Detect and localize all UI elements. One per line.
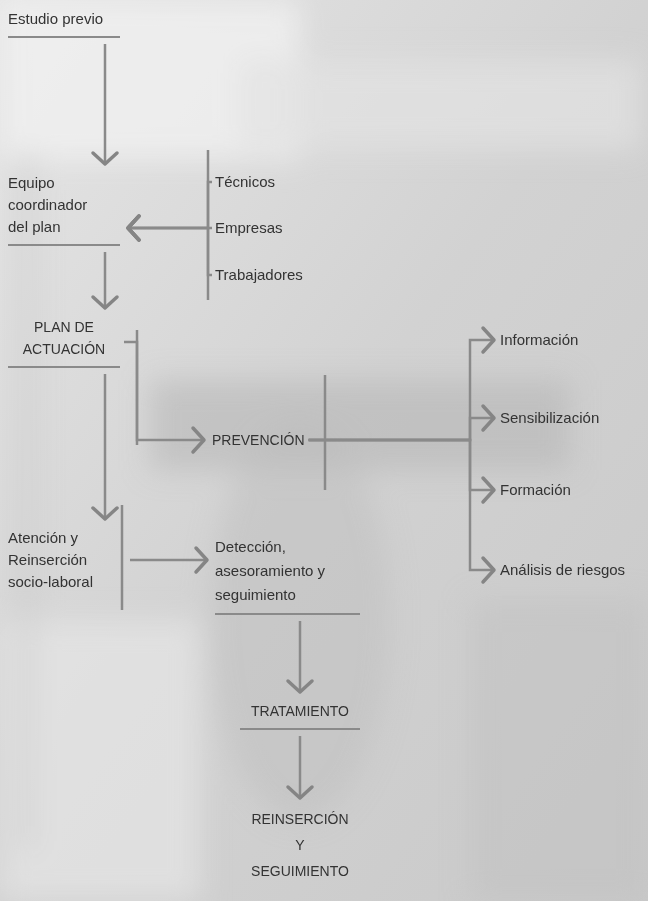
connector-arrow	[104, 252, 107, 308]
connector-arrow	[309, 340, 494, 440]
connector-arrow	[309, 418, 494, 440]
flow-step: PLAN DE ACTUACIÓN	[8, 316, 120, 368]
flow-step: Detección, asesoramiento y seguimiento	[215, 535, 360, 615]
step-text: Estudio previo	[8, 8, 120, 30]
connector-arrow	[299, 621, 302, 692]
connector-arrow	[309, 440, 494, 570]
connector-arrow	[124, 342, 204, 440]
flow-step: Trabajadores	[215, 264, 303, 286]
flow-step: Formación	[500, 479, 571, 501]
step-text: PREVENCIÓN	[212, 429, 305, 451]
flow-step: Sensibilización	[500, 407, 599, 429]
step-text: Información	[500, 329, 578, 351]
step-text: Análisis de riesgos	[500, 559, 625, 581]
step-text: Equipo coordinador del plan	[8, 172, 108, 238]
flow-step: Empresas	[215, 217, 283, 239]
step-text: Empresas	[215, 217, 283, 239]
connector-arrow	[128, 228, 212, 275]
flow-step: Técnicos	[215, 171, 275, 193]
step-text: Detección, asesoramiento y seguimiento	[215, 535, 360, 607]
flow-step: Análisis de riesgos	[500, 559, 625, 581]
flow-step: TRATAMIENTO	[240, 700, 360, 730]
step-text: Formación	[500, 479, 571, 501]
flow-step: REINSERCIÓN Y SEGUIMIENTO	[249, 806, 351, 884]
bracket-line	[324, 375, 327, 490]
connector-arrow	[104, 374, 107, 519]
flow-step: Atención y Reinserción socio-laboral	[8, 527, 108, 593]
flow-step: Equipo coordinador del plan	[8, 172, 120, 246]
connector-arrow	[104, 44, 107, 164]
bracket-line	[121, 505, 124, 610]
connector-arrow	[130, 559, 207, 562]
flow-step: Información	[500, 329, 578, 351]
connector-arrow	[309, 440, 494, 490]
step-text: Sensibilización	[500, 407, 599, 429]
step-text: TRATAMIENTO	[240, 700, 360, 722]
step-text: PLAN DE ACTUACIÓN	[8, 316, 120, 360]
connector-arrow	[128, 182, 212, 228]
flow-step: Estudio previo	[8, 8, 120, 38]
flow-step: PREVENCIÓN	[212, 429, 305, 451]
step-text: Atención y Reinserción socio-laboral	[8, 527, 108, 593]
connector-arrow	[299, 736, 302, 798]
step-text: Técnicos	[215, 171, 275, 193]
step-text: REINSERCIÓN Y SEGUIMIENTO	[249, 806, 351, 884]
step-text: Trabajadores	[215, 264, 303, 286]
